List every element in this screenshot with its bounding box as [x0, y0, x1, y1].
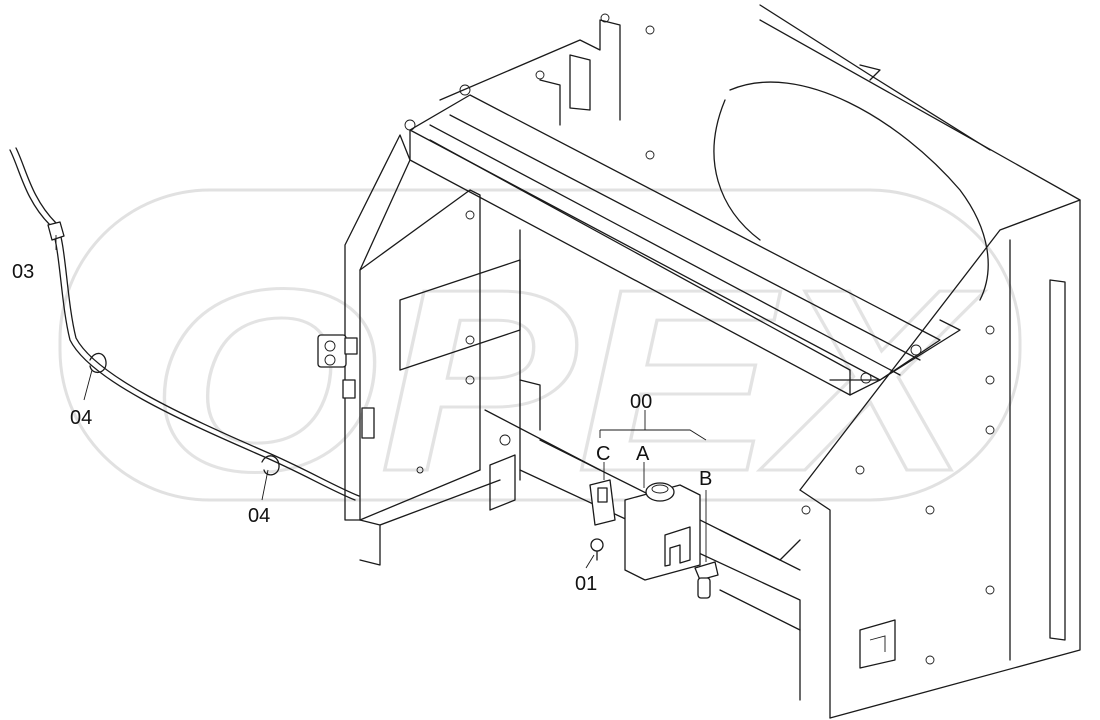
washer-hose: [9, 147, 360, 501]
label-sub-c: C: [596, 443, 610, 465]
label-part-01: 01: [575, 573, 597, 595]
label-sub-a: A: [636, 443, 650, 465]
leader-lines: [55, 235, 707, 569]
watermark-text: OPEX: [150, 236, 985, 526]
right-frame-panel: [759, 19, 1081, 719]
left-brackets: [317, 334, 375, 439]
washer-pump-b: [694, 561, 719, 599]
cross-beam: [409, 94, 961, 396]
fan-shroud: [713, 4, 991, 301]
label-part-04-lower: 04: [248, 505, 270, 527]
label-part-04-upper: 04: [70, 407, 92, 429]
tank-bracket-c: [589, 479, 616, 526]
part-labels: 00 C A B 01 03 04 04: [12, 261, 712, 595]
watermark-logo: OPEX: [58, 188, 1022, 528]
label-sub-b: B: [699, 468, 712, 490]
upper-frame: [404, 13, 655, 160]
left-side-frame: [344, 134, 601, 566]
washer-tank: [624, 482, 701, 581]
screw-01: [590, 538, 604, 561]
label-part-00: 00: [630, 391, 652, 413]
label-part-03: 03: [12, 261, 34, 283]
